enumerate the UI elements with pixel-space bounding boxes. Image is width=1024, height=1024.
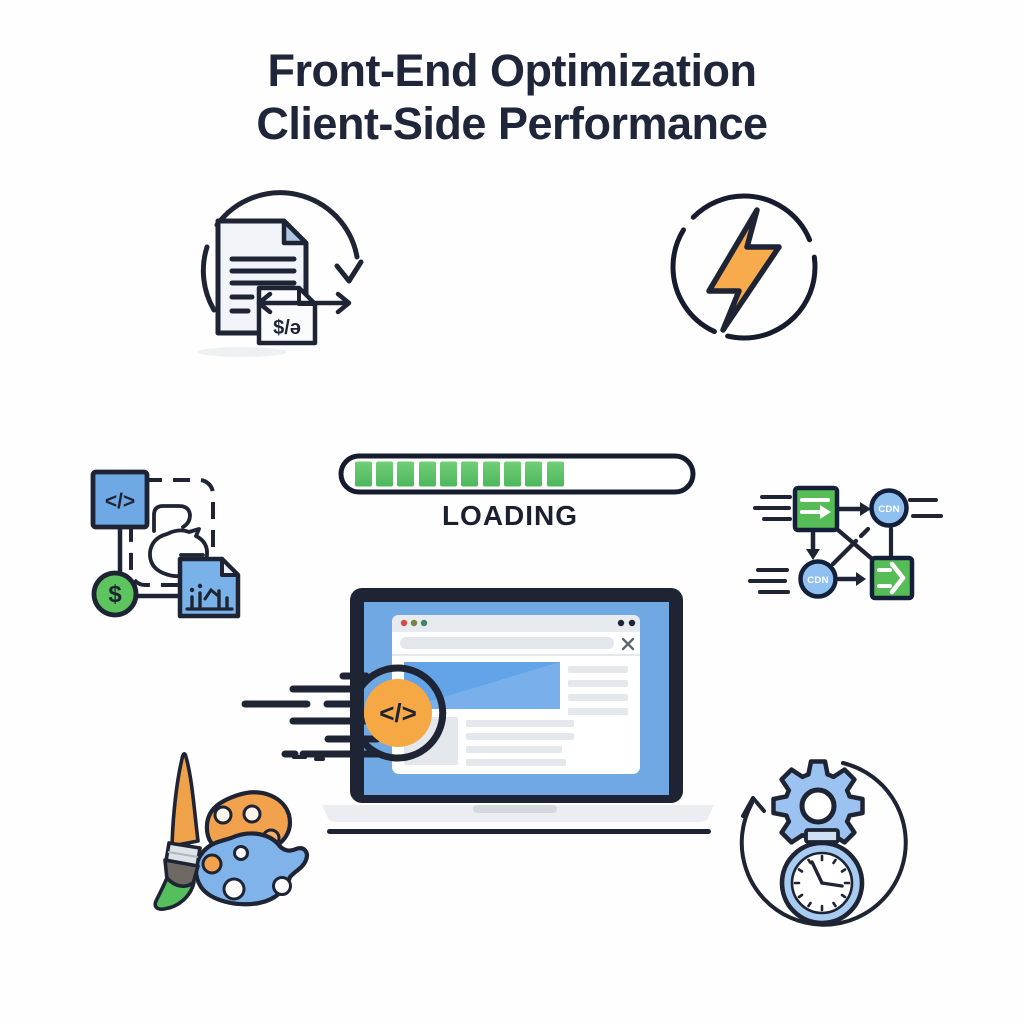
loading-bar-segments xyxy=(355,461,564,487)
shadow xyxy=(197,347,287,357)
dollar-glyph: $ xyxy=(108,581,122,608)
cdn-node-top-label: CDN xyxy=(878,504,899,515)
title-line-2: Client-Side Performance xyxy=(256,98,768,150)
traffic-dot-green xyxy=(420,619,428,627)
double-arrow-right-head xyxy=(335,291,352,315)
stopwatch-hands xyxy=(810,860,844,888)
edge-server-arrow-glyph xyxy=(800,498,831,519)
cdn-node-bottom-label: CDN xyxy=(807,575,828,586)
cdn-node-top xyxy=(869,488,909,528)
design-palette-icon xyxy=(153,752,325,911)
ferrule-line xyxy=(167,851,199,858)
laptop-illustration: </> xyxy=(241,588,714,834)
palette-dashes xyxy=(292,755,325,761)
chart-dot xyxy=(189,587,195,593)
laptop-shadow-line xyxy=(327,829,711,834)
minify-badge-text: $/ə xyxy=(273,317,301,339)
code-square xyxy=(90,469,150,530)
cycle-arrow-top-arc xyxy=(214,190,360,260)
network-arrows xyxy=(806,502,871,586)
lightning-icon xyxy=(670,193,818,341)
paint-stroke-green xyxy=(153,876,196,911)
paint-well xyxy=(222,877,246,901)
refresh-arrowhead xyxy=(741,796,766,818)
stopwatch-ticks xyxy=(793,854,851,912)
document-minify-icon: $/ə xyxy=(197,190,364,357)
body-text-placeholders xyxy=(466,720,574,766)
speed-lines xyxy=(241,672,382,758)
refresh-arc xyxy=(739,761,908,927)
dashed-frame xyxy=(129,478,215,587)
title-line-1: Front-End Optimization xyxy=(267,45,757,96)
traffic-dot-red xyxy=(400,619,408,627)
code-badge xyxy=(364,679,432,747)
document-fold xyxy=(281,218,309,246)
double-arrow-left-head xyxy=(256,291,273,315)
brush-handle xyxy=(170,752,200,848)
analytics-chart-glyph xyxy=(185,587,234,611)
document-text-lines xyxy=(229,256,297,314)
cycle-arrowhead xyxy=(334,259,364,284)
cost-circle xyxy=(91,570,139,618)
laptop-base xyxy=(322,805,714,822)
cdn-node-bottom xyxy=(798,559,838,599)
page-title: Front-End Optimization Client-Side Perfo… xyxy=(0,44,1024,150)
code-badge-outline xyxy=(357,664,447,762)
paint-well xyxy=(233,845,249,861)
delivery-arrow-glyph xyxy=(877,561,906,595)
loading-label: LOADING xyxy=(441,500,579,531)
gear-stopwatch-icon xyxy=(739,759,908,927)
paint-well xyxy=(213,805,233,825)
sidebar-text-placeholders xyxy=(568,666,628,715)
network-links xyxy=(830,526,894,567)
edge-server-node xyxy=(792,485,840,533)
bolt-circle-outline xyxy=(670,193,818,341)
speed-dashes xyxy=(748,495,943,594)
paintbrush xyxy=(153,752,202,911)
browser-titlebar xyxy=(392,615,640,632)
address-bar xyxy=(400,637,614,649)
paint-well xyxy=(201,853,223,875)
traffic-dot-yellow xyxy=(410,619,418,627)
window-control-dot xyxy=(628,619,636,627)
paint-well xyxy=(272,876,292,896)
code-square-glyph: </> xyxy=(105,490,135,513)
loading-bar xyxy=(338,453,696,495)
chart-dot xyxy=(197,583,203,589)
gear-hole xyxy=(799,787,837,825)
cycle-arrow-left-arc xyxy=(200,244,217,313)
bolt-shape xyxy=(706,207,782,333)
stopwatch-crown xyxy=(804,828,840,844)
analytics-doc-fold xyxy=(220,557,240,577)
paint-well xyxy=(242,804,262,824)
window-control-dot xyxy=(617,619,625,627)
code-badge-glyph: </> xyxy=(379,698,417,728)
code-cost-diagram: </> $ xyxy=(90,469,241,619)
bubble-back-outline xyxy=(152,504,192,533)
browser-divider xyxy=(392,654,640,656)
laptop-notch xyxy=(473,805,557,813)
close-icon xyxy=(621,637,635,651)
cdn-network-diagram: CDN CDN xyxy=(748,485,943,601)
